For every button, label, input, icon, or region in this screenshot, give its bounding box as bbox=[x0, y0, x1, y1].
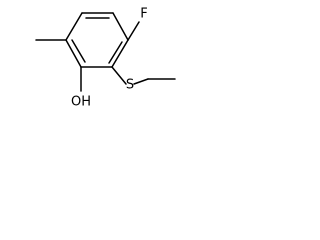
double-bond-inner-right bbox=[108, 41, 123, 64]
bond-to-fluorine bbox=[127, 21, 140, 41]
ring-bond-c3-c4 bbox=[111, 39, 129, 68]
chemical-structure: F S OH bbox=[35, 7, 176, 110]
fluorine-label: F bbox=[140, 7, 147, 22]
ring-bond-c6-c1 bbox=[65, 12, 83, 41]
double-bond-inner-left bbox=[71, 39, 86, 63]
bond-to-sulfur bbox=[111, 66, 127, 85]
sulfur-label: S bbox=[126, 78, 134, 93]
bond-sulfur-methyl bbox=[133, 78, 149, 85]
ring-bond-c5-c6 bbox=[65, 39, 82, 68]
ring-bond-c2-c3 bbox=[112, 12, 129, 41]
hydroxyl-label: OH bbox=[71, 95, 91, 110]
